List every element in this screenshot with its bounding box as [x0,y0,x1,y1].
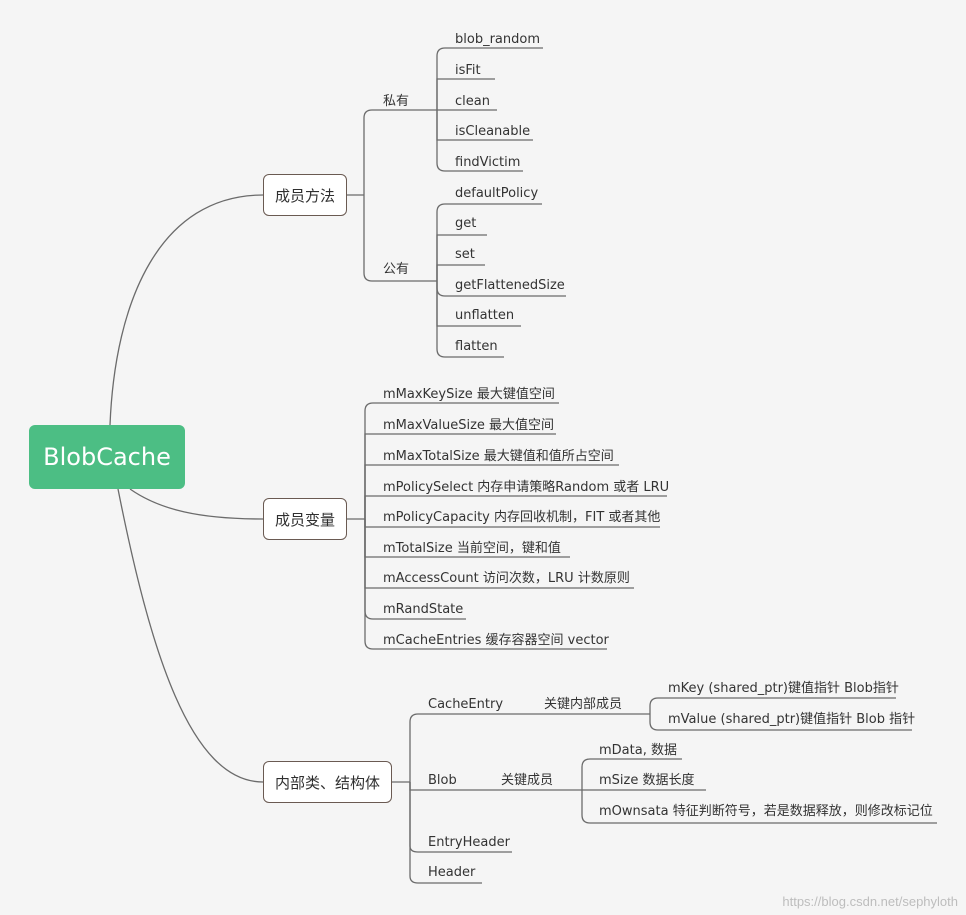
node-inner-classes[interactable]: 内部类、结构体 [263,761,392,803]
leaf-mmaxvaluesize[interactable]: mMaxValueSize 最大值空间 [383,418,555,433]
node-member-methods[interactable]: 成员方法 [263,174,347,216]
leaf-msize[interactable]: mSize 数据长度 [599,773,695,788]
leaf-flatten[interactable]: flatten [455,339,498,354]
node-blob-key-members[interactable]: 关键成员 [501,773,554,788]
leaf-mcacheentries[interactable]: mCacheEntries 缓存容器空间 vector [383,633,609,648]
node-cacheentry-key-members[interactable]: 关键内部成员 [544,697,623,712]
node-entryheader[interactable]: EntryHeader [428,835,510,850]
leaf-set[interactable]: set [455,247,475,262]
leaf-mrandstate[interactable]: mRandState [383,602,464,617]
node-private[interactable]: 私有 [383,94,410,109]
leaf-mvalue[interactable]: mValue (shared_ptr)键值指针 Blob 指针 [668,712,916,727]
leaf-iscleanable[interactable]: isCleanable [455,124,531,139]
node-header[interactable]: Header [428,865,476,880]
node-cacheentry[interactable]: CacheEntry [428,697,504,712]
root-node-blobcache[interactable]: BlobCache [29,425,185,489]
node-member-variables[interactable]: 成员变量 [263,498,347,540]
leaf-mpolicycapacity[interactable]: mPolicyCapacity 内存回收机制，FIT 或者其他 [383,510,661,525]
leaf-findvictim[interactable]: findVictim [455,155,521,170]
watermark: https://blog.csdn.net/sephyloth [782,894,958,909]
leaf-mtotalsize[interactable]: mTotalSize 当前空间，键和值 [383,541,561,556]
leaf-mpolicyselect[interactable]: mPolicySelect 内存申请策略Random 或者 LRU [383,480,670,495]
leaf-mmaxkeysize[interactable]: mMaxKeySize 最大键值空间 [383,387,555,402]
leaf-mdata[interactable]: mData, 数据 [599,743,677,758]
node-public[interactable]: 公有 [383,262,410,277]
leaf-unflatten[interactable]: unflatten [455,308,515,323]
leaf-defaultpolicy[interactable]: defaultPolicy [455,186,539,201]
leaf-maccesscount[interactable]: mAccessCount 访问次数，LRU 计数原则 [383,571,630,586]
node-blob[interactable]: Blob [428,773,457,788]
leaf-getflattenedsize[interactable]: getFlattenedSize [455,278,565,293]
leaf-blob-random[interactable]: blob_random [455,32,540,47]
leaf-clean[interactable]: clean [455,94,490,109]
leaf-mownsata[interactable]: mOwnsata 特征判断符号，若是数据释放，则修改标记位 [599,804,933,819]
leaf-isfit[interactable]: isFit [455,63,481,78]
leaf-get[interactable]: get [455,216,477,231]
leaf-mmaxtotalsize[interactable]: mMaxTotalSize 最大键值和值所占空间 [383,449,614,464]
leaf-mkey[interactable]: mKey (shared_ptr)键值指针 Blob指针 [668,681,899,696]
